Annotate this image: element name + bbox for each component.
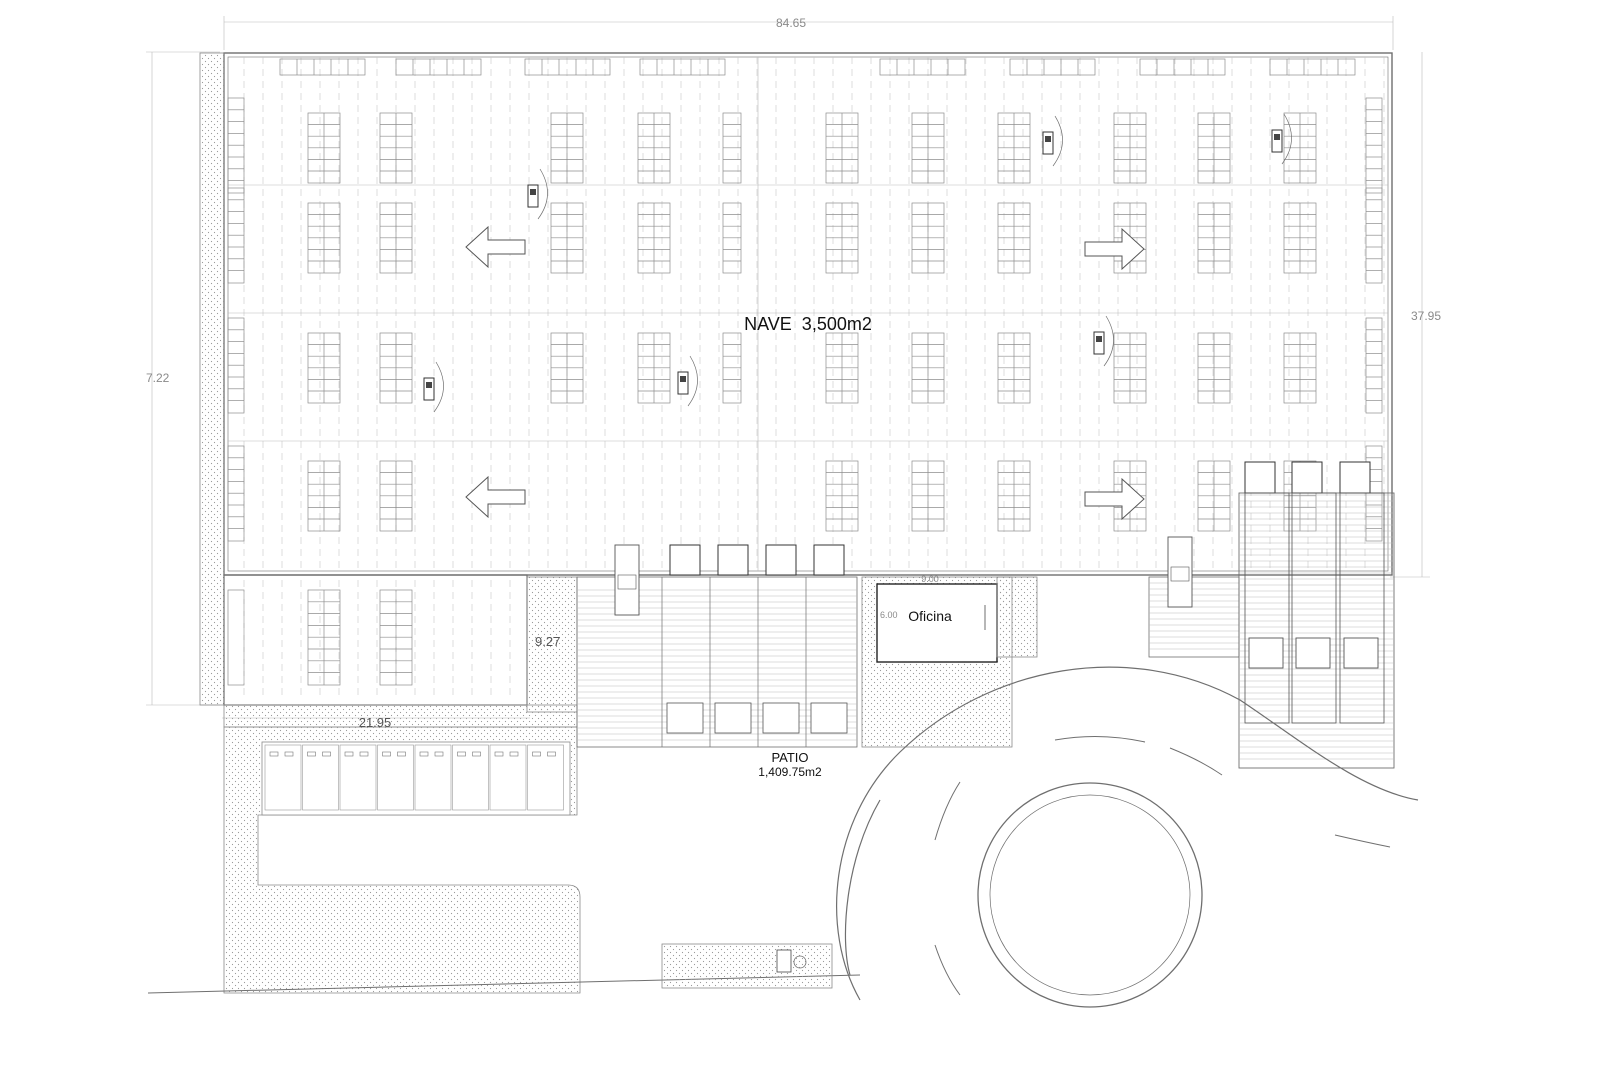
dimension-left-height: 7.22 bbox=[146, 371, 170, 385]
dimension-office-width: 9.00 bbox=[921, 574, 939, 584]
forklifts bbox=[423, 113, 1292, 616]
arrow-left-icon bbox=[465, 475, 526, 519]
office-area bbox=[861, 576, 1038, 748]
dimension-annex-width: 21.95 bbox=[359, 715, 392, 730]
dimension-right-height: 37.95 bbox=[1411, 309, 1441, 323]
warehouse-nave bbox=[223, 52, 1393, 576]
arrow-left-icon bbox=[465, 225, 526, 269]
patio-label: PATIO bbox=[771, 750, 808, 765]
roundabout bbox=[836, 666, 1419, 1008]
nave-column-grid bbox=[228, 57, 1388, 571]
dimension-office-depth: 6.00 bbox=[880, 610, 898, 620]
nave-label: NAVE 3,500m2 bbox=[744, 314, 872, 334]
dimension-total-width: 84.65 bbox=[776, 16, 806, 30]
annex-area bbox=[223, 574, 578, 728]
site-boundary bbox=[147, 943, 861, 994]
office-label: Oficina bbox=[908, 608, 952, 624]
storage-racks bbox=[227, 58, 1383, 542]
left-sidewalk bbox=[199, 52, 225, 706]
service-yard bbox=[1148, 461, 1395, 769]
direction-arrows bbox=[465, 225, 1145, 521]
arrow-right-icon bbox=[1084, 227, 1145, 271]
parking-lot bbox=[223, 726, 581, 994]
dimension-annex-depth: 9.27 bbox=[535, 634, 560, 649]
patio-area-label: 1,409.75m2 bbox=[758, 765, 822, 779]
arrow-right-icon bbox=[1084, 477, 1145, 521]
